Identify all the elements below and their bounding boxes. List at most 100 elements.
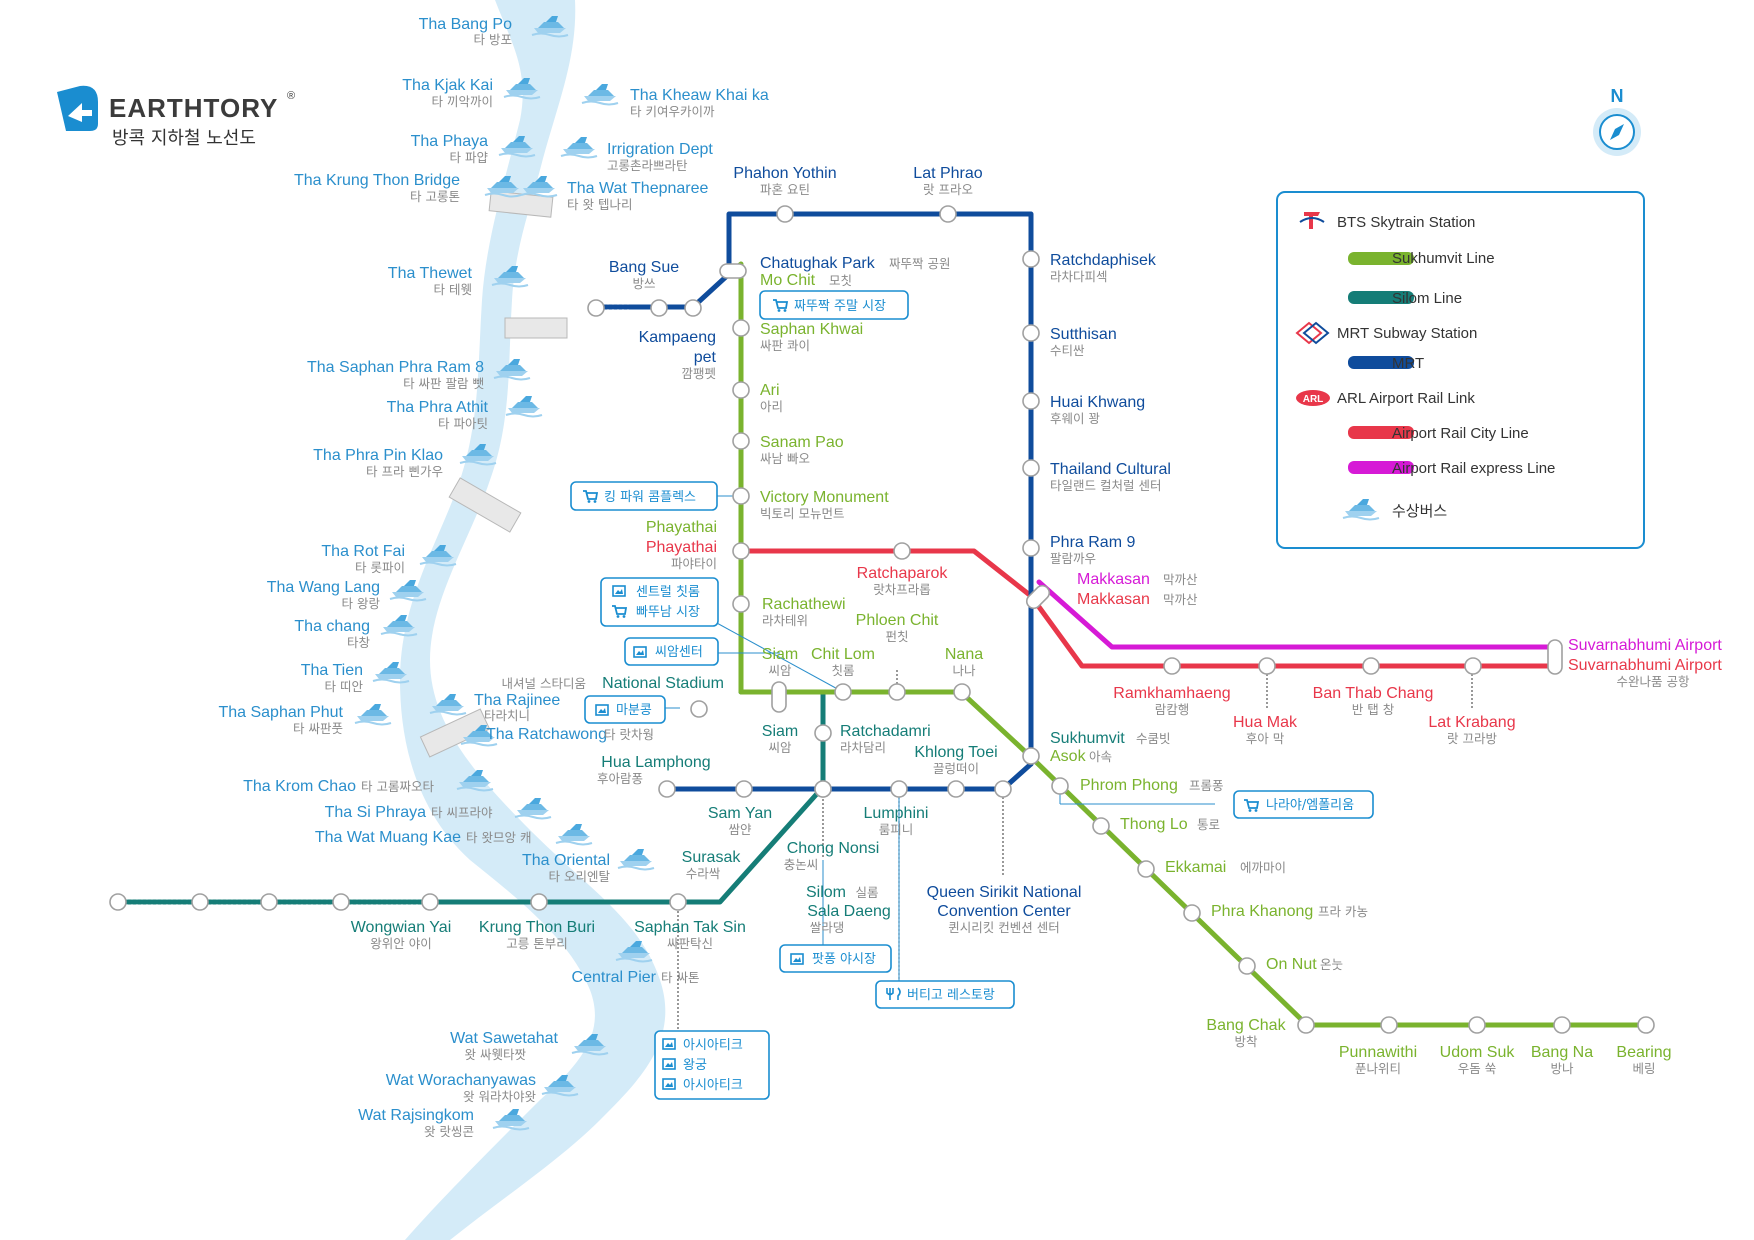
station-label: Ratchadamri — [840, 723, 931, 740]
station-label: Sam Yan — [708, 805, 772, 822]
poi-mbk: 마분콩 — [584, 695, 666, 724]
station-label: Sanam Pao — [760, 434, 844, 451]
station-label: Ratchaparok — [857, 565, 949, 582]
station-label: Phra Ram 9 — [1050, 534, 1135, 551]
pier-labels: Tha Bang Po 타 방포 Tha Kjak Kai 타 끼악까이 Tha… — [218, 16, 768, 1139]
poi-siamcenter: 씨암센터 — [624, 637, 719, 666]
poi-chatuchak-market: 짜뚜짝 주말 시장 — [759, 290, 909, 320]
pier-label-ko: 타 왓 텝나리 — [567, 197, 632, 212]
svg-text:MRT: MRT — [1392, 355, 1424, 372]
station-label: Queen Sirikit National — [927, 884, 1082, 901]
pier-label-ko: 왓 랏씽콘 — [424, 1124, 474, 1139]
station-label: Lumphini — [864, 805, 929, 822]
station-label-ko: 베링 — [1632, 1061, 1655, 1076]
pier-label: Tha chang — [294, 618, 370, 635]
station-label-ko: 모칫 — [829, 273, 852, 288]
svg-text:짜뚜짝 주말 시장: 짜뚜짝 주말 시장 — [794, 299, 886, 314]
arl-express-line — [1036, 579, 1559, 650]
svg-text:EARTHTORY: EARTHTORY — [109, 93, 278, 123]
station-label-ko: 방쓰 — [632, 276, 655, 291]
mrt-logo-icon — [1295, 321, 1330, 345]
station-label: Ban Thab Chang — [1313, 685, 1434, 702]
station-label: Lat Phrao — [913, 165, 982, 182]
pier-label-ko: 타 방포 — [474, 32, 512, 47]
pier-label-ko: 타 고롬짜오타 — [361, 779, 434, 794]
station-label-ko: 푼나위티 — [1355, 1061, 1401, 1076]
station-label: Thailand Cultural — [1050, 461, 1171, 478]
pier-label: Tha Rajinee — [474, 692, 560, 709]
svg-text:Silom Line: Silom Line — [1392, 290, 1462, 307]
pier-label: Tha Saphan Phra Ram 8 — [307, 359, 484, 376]
svg-text:Airport Rail City Line: Airport Rail City Line — [1392, 425, 1529, 442]
station-label-ko: 통로 — [1197, 817, 1220, 832]
station-label-ko: 방나 — [1550, 1061, 1574, 1076]
station-label: Thong Lo — [1120, 816, 1188, 833]
station-label: Sala Daeng — [807, 903, 891, 920]
pier-label-ko: 타 롯파이 — [355, 560, 405, 575]
station-label: Makkasan — [1077, 571, 1150, 588]
station-label-ko: 후아 막 — [1246, 731, 1285, 746]
station-label-ko: 후아람퐁 — [597, 771, 643, 786]
pier-label-ko: 타 싸판풋 — [293, 721, 343, 736]
station-label-ko: 랏 끄라방 — [1447, 731, 1497, 746]
pier-label-ko: 타 왕랑 — [342, 596, 381, 611]
pier-label: Wat Sawetahat — [450, 1030, 558, 1047]
station-label: Saphan Tak Sin — [634, 919, 746, 936]
chao-phraya-river — [400, 0, 666, 1240]
svg-text:아시아티크: 아시아티크 — [683, 1078, 743, 1093]
station-label: On Nut — [1266, 956, 1317, 973]
pier-label-ko: 타 파얍 — [450, 150, 489, 165]
station-label: Ari — [760, 382, 780, 399]
station-label-ko: 싸남 빠오 — [760, 451, 810, 466]
interchange-markers — [719, 263, 1563, 713]
pier-label-ko: 타 띠안 — [325, 679, 364, 694]
station-label: Wongwian Yai — [351, 919, 452, 936]
poi-centralchidlom-pratunam: 센트럴 칫롬 빠뚜남 시장 — [600, 577, 719, 627]
station-label: Silom — [806, 884, 846, 901]
station-label-ko: 팔람까우 — [1050, 551, 1096, 566]
pier-label-ko: 타창 — [347, 635, 371, 650]
station-label: Siam — [762, 646, 798, 663]
svg-text:BTS Skytrain Station: BTS Skytrain Station — [1337, 214, 1475, 231]
legend: BTS Skytrain Station Sukhumvit Line Silo… — [1276, 191, 1645, 549]
pier-label: Tha Wang Lang — [267, 579, 380, 596]
station-label-ko: 랏차프라롭 — [873, 582, 931, 597]
station-label-ko: 짜뚜짝 공원 — [889, 256, 950, 271]
bridge — [504, 317, 568, 339]
svg-text:Sukhumvit Line: Sukhumvit Line — [1392, 250, 1495, 267]
svg-text:ARL Airport Rail Link: ARL Airport Rail Link — [1337, 390, 1475, 407]
station-label-ko: 라차테위 — [762, 613, 808, 628]
station-label: Sukhumvit — [1050, 730, 1125, 747]
station-label-ko: 막까산 — [1163, 572, 1198, 587]
station-label-ko: 프라 카농 — [1318, 904, 1368, 919]
station-label-ko: 라차다피섹 — [1050, 269, 1108, 284]
station-label: Hua Lamphong — [601, 754, 710, 771]
station-label: Makkasan — [1077, 591, 1150, 608]
station-label-ko: 라차담리 — [840, 740, 886, 755]
station-label-ko: 빅토리 모뉴먼트 — [760, 506, 844, 521]
station-label-ko: 파야타이 — [671, 556, 717, 571]
pier-label: Tha Si Phraya — [325, 804, 426, 821]
station-label: Phayathai — [646, 539, 717, 556]
station-label: Bang Chak — [1206, 1017, 1286, 1034]
pier-label: Central Pier — [572, 969, 657, 986]
station-label: Phra Khanong — [1211, 903, 1313, 920]
station-label-ko: 씨암 — [768, 663, 792, 678]
station-label: Chatughak Park — [760, 255, 876, 272]
pier-label-ko: 타 싸톤 — [661, 970, 699, 985]
svg-text:®: ® — [287, 90, 295, 102]
poi-asiatique-group: 아시아티크 왕궁 아시아티크 — [654, 1030, 770, 1100]
station-label: Nana — [945, 646, 983, 663]
station-label: Kampaeng — [639, 329, 716, 346]
station-label-ko: 싸판 콰이 — [760, 338, 810, 353]
pier-label: Tha Krom Chao — [243, 778, 356, 795]
station-label-ko: 퀸시리킷 컨벤션 센터 — [948, 920, 1059, 935]
pier-label-ko: 타 키여우카이까 — [630, 104, 715, 119]
station-label-ko: 끌렁떠이 — [933, 761, 979, 776]
mrt-line — [626, 211, 1034, 767]
station-label-ko: 수쿰빗 — [1136, 731, 1171, 746]
station-label: Udom Suk — [1440, 1044, 1516, 1061]
station-label-ko: 파혼 요틴 — [760, 182, 810, 197]
pier-label: Wat Worachanyawas — [386, 1072, 536, 1089]
